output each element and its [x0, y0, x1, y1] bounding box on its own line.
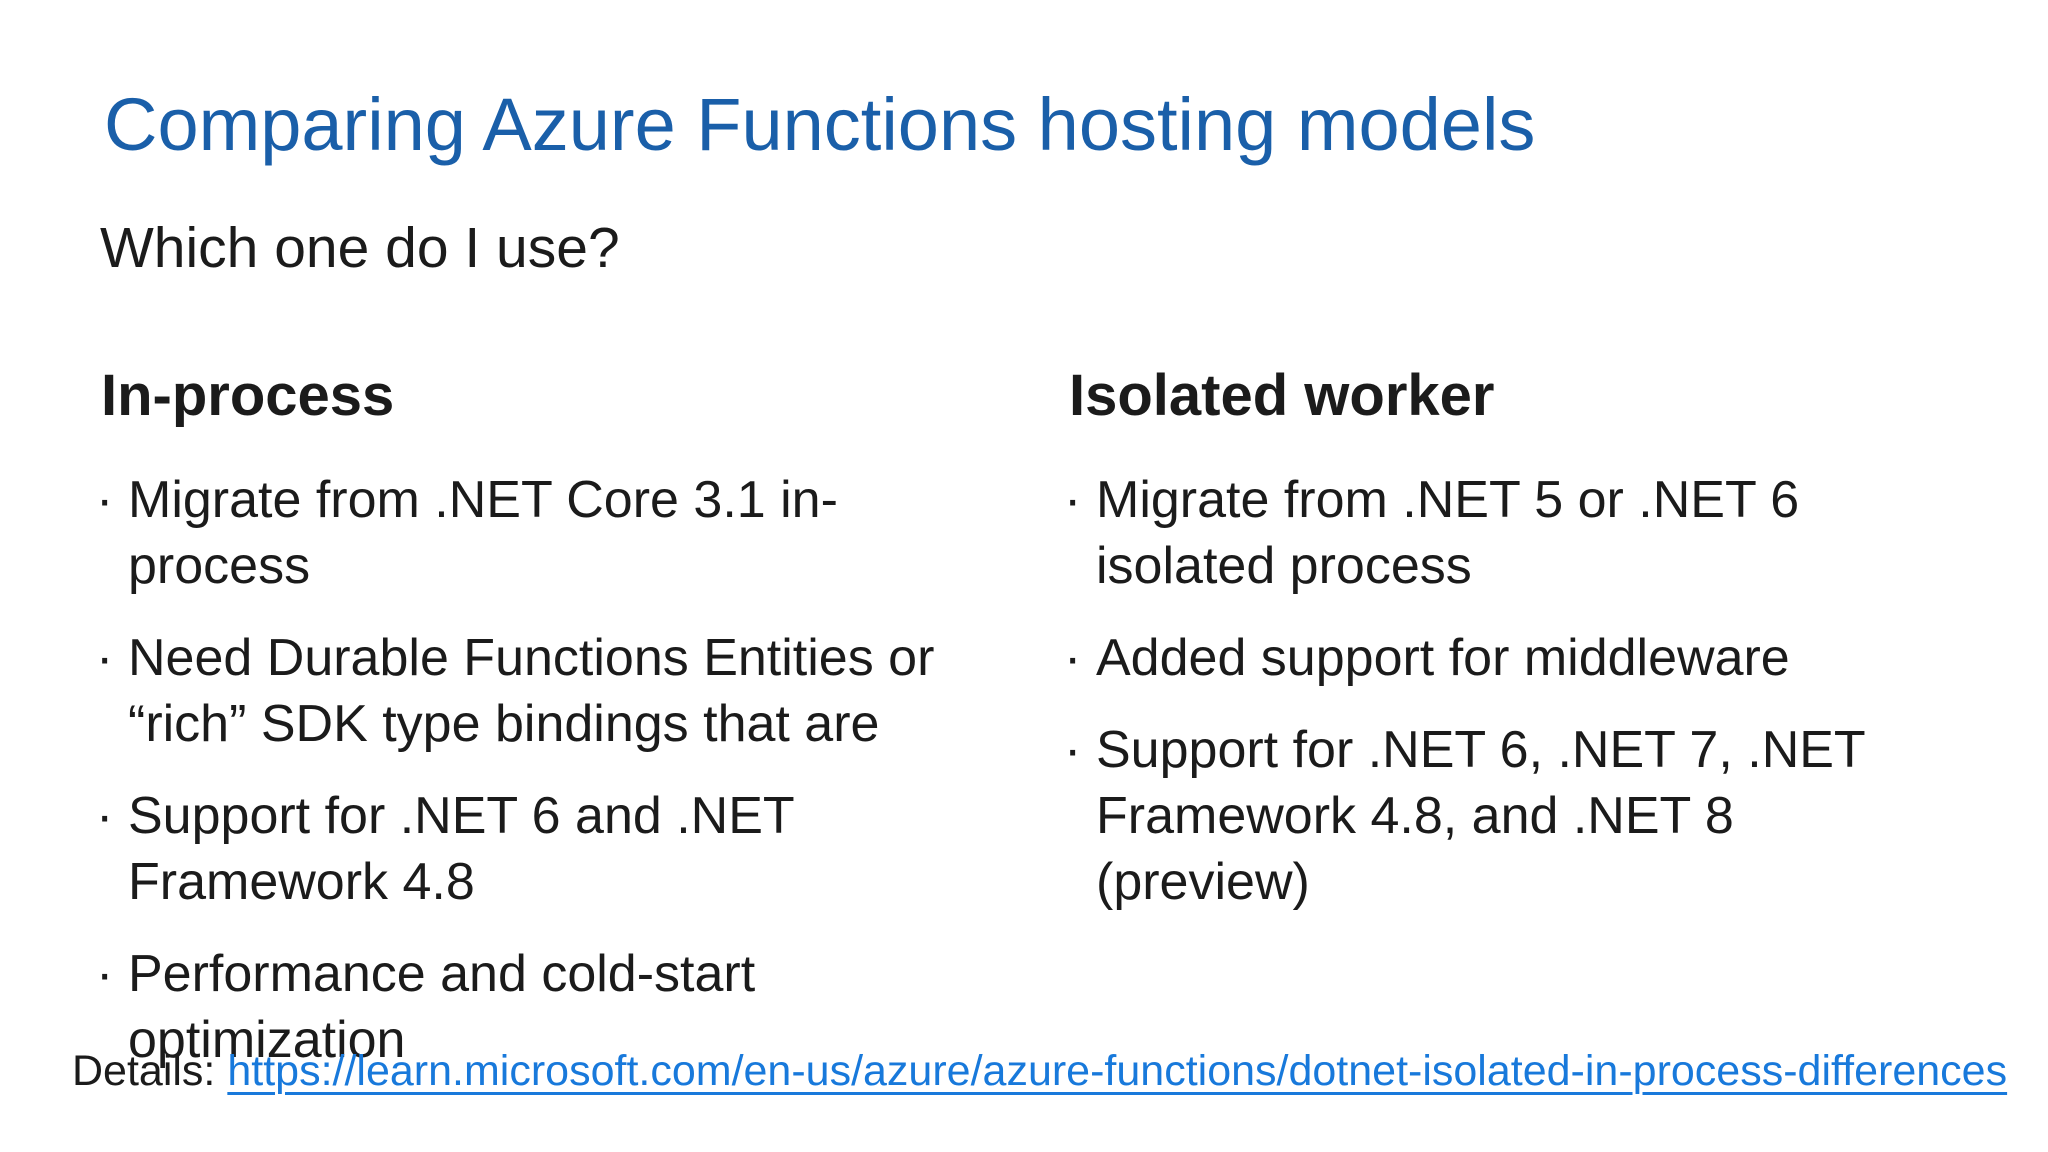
details-line: Details: https://learn.microsoft.com/en-… [72, 1044, 2007, 1100]
list-item: · Need Durable Functions Entities or “ri… [96, 625, 1016, 757]
column-in-process: In-process · Migrate from .NET Core 3.1 … [96, 361, 1016, 1099]
list-item: · Migrate from .NET Core 3.1 in- process [96, 467, 1016, 599]
bullet-icon: · [1064, 721, 1082, 779]
list-item: · Support for .NET 6 and .NET Framework … [96, 783, 1016, 915]
list-item: · Migrate from .NET 5 or .NET 6 isolated… [1064, 467, 1984, 599]
bullet-text: Performance and cold-start optimization [128, 945, 756, 1069]
bullet-icon: · [96, 787, 114, 845]
bullet-icon: · [1064, 471, 1082, 529]
column-heading-in-process: In-process [101, 363, 395, 428]
bullet-text: Migrate from .NET 5 or .NET 6 isolated p… [1096, 471, 1800, 595]
details-label: Details: [72, 1047, 216, 1095]
list-item: · Performance and cold-start optimizatio… [96, 941, 1016, 1073]
bullet-icon: · [1064, 629, 1082, 687]
slide-subtitle: Which one do I use? [100, 216, 620, 280]
bullet-icon: · [96, 471, 114, 529]
list-item: · Added support for middleware [1064, 625, 1984, 691]
list-item: · Support for .NET 6, .NET 7, .NET Frame… [1064, 717, 1984, 915]
page-title: Comparing Azure Functions hosting models [104, 83, 1536, 166]
column-heading-isolated-worker: Isolated worker [1069, 363, 1495, 428]
bullet-text: Added support for middleware [1096, 629, 1790, 687]
bullet-icon: · [96, 945, 114, 1003]
bullet-text: Need Durable Functions Entities or “rich… [128, 629, 935, 753]
bullet-text: Support for .NET 6 and .NET Framework 4.… [128, 787, 795, 911]
bullet-icon: · [96, 629, 114, 687]
bullet-text: Support for .NET 6, .NET 7, .NET Framewo… [1096, 721, 1866, 911]
column-isolated-worker: Isolated worker · Migrate from .NET 5 or… [1064, 361, 1984, 941]
bullet-text: Migrate from .NET Core 3.1 in- process [128, 471, 838, 595]
details-link[interactable]: https://learn.microsoft.com/en-us/azure/… [227, 1047, 2008, 1095]
